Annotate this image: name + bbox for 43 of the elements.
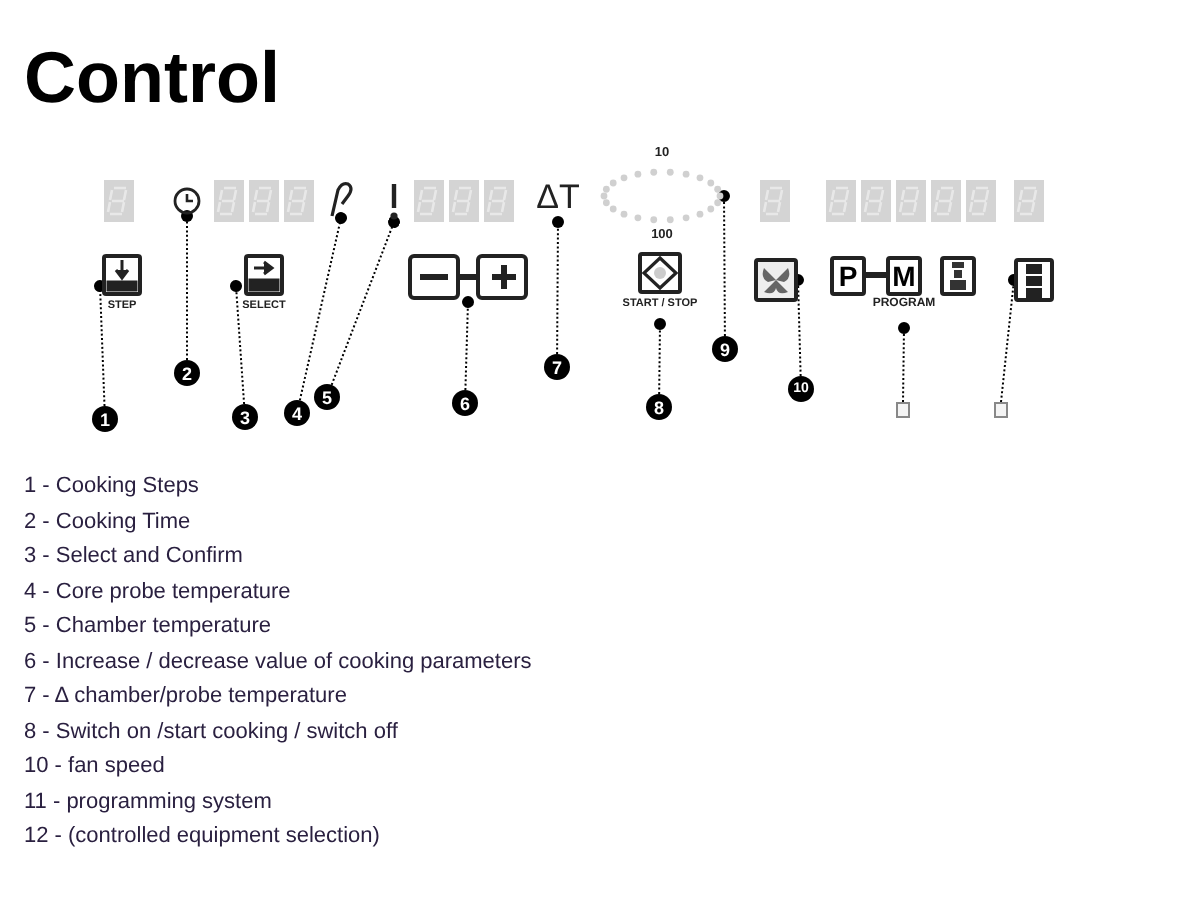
clock-icon <box>172 186 202 216</box>
legend-item: 12 - (controlled equipment selection) <box>24 824 380 848</box>
legend-item: 1 - Cooking Steps <box>24 474 199 498</box>
program-button: M <box>886 256 922 296</box>
leader-line <box>792 274 804 377</box>
legend-item: 4 - Core probe temperature <box>24 579 291 603</box>
callout-marker <box>896 402 910 418</box>
leader-line <box>462 296 474 391</box>
callout-number: 8 <box>646 394 672 420</box>
leader-line <box>298 212 347 402</box>
legend-item: 2 - Cooking Time <box>24 509 191 533</box>
equipment-select-button <box>1014 258 1054 302</box>
legend-item: 3 - Select and Confirm <box>24 544 243 568</box>
delta-t-symbol: ΔT <box>532 178 584 222</box>
leader-line <box>181 210 193 361</box>
fan-button <box>754 258 798 302</box>
leader-line <box>94 280 106 407</box>
legend-item: 8 - Switch on /start cooking / switch off <box>24 719 398 743</box>
probe-icon <box>326 180 356 218</box>
title: Control <box>24 36 280 120</box>
program-button: P <box>830 256 866 296</box>
callout-number: 9 <box>712 336 738 362</box>
leader-line <box>552 216 564 355</box>
leader-line <box>718 190 730 337</box>
callout-number: 5 <box>314 384 340 410</box>
leader-line <box>230 280 246 406</box>
callout-number: 4 <box>284 400 310 426</box>
legend-item: 11 - programming system <box>24 789 272 813</box>
callout-number: 1 <box>92 406 118 432</box>
leader-line <box>898 322 910 403</box>
legend-item: 10 - fan speed <box>24 754 165 778</box>
leader-line <box>330 216 400 386</box>
callout-marker <box>994 402 1008 418</box>
legend-item: 6 - Increase / decrease value of cooking parameters <box>24 649 532 673</box>
callout-number: 6 <box>452 390 478 416</box>
callout-number: 3 <box>232 404 258 430</box>
legend-item: 7 - Δ chamber/probe temperature <box>24 684 347 708</box>
callout-number: 7 <box>544 354 570 380</box>
legend-item: 5 - Chamber temperature <box>24 614 271 638</box>
thermometer-icon <box>386 180 402 222</box>
plus-minus-buttons <box>408 254 528 302</box>
callout-number: 2 <box>174 360 200 386</box>
leader-line <box>654 318 666 395</box>
